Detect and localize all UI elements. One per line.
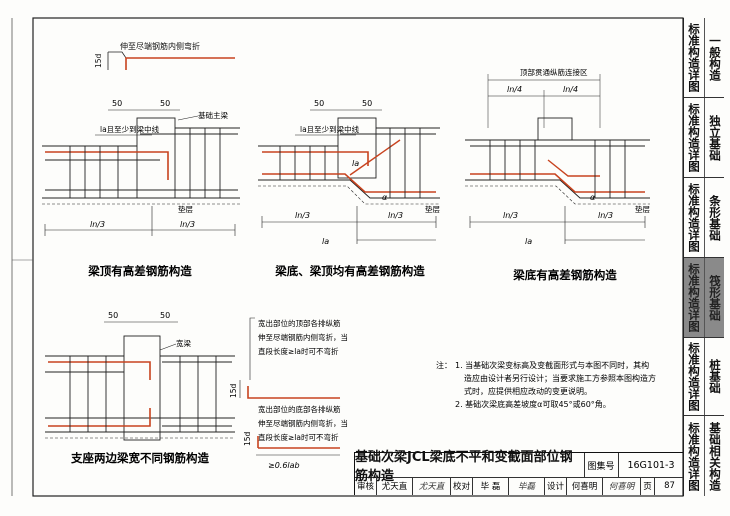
notes-line-4: 2. 基础次梁底高差坡度α可取45°或60°角。 xyxy=(455,399,611,409)
d1-ln3-left: ln/3 xyxy=(90,220,105,229)
d2-cushion-label: 垫层 xyxy=(425,204,440,214)
d2-la-mid-label: la xyxy=(352,159,359,168)
d4-dim-50-left: 50 xyxy=(108,311,118,320)
sidebar-item-category: 标准构造详图 xyxy=(684,98,705,177)
diagram-bottom-level-difference: 顶部贯通纵筋连接区 ln/4 ln/4 α 垫层 ln/3 ln/3 la 梁底… xyxy=(465,67,650,282)
diagram-top-bottom-level-difference: 50 50 la且至少到梁中线 la α 垫层 ln/3 ln/3 la 梁底、… xyxy=(258,99,440,278)
d4-note-top-1: 宽出部位的顶部各排纵筋 xyxy=(258,318,341,328)
review-name: 尤天直 xyxy=(377,477,413,495)
title-block: 基础次梁JCL梁底不平和变截面部位钢筋构造 图集号 16G101-3 审核 尤天… xyxy=(354,450,684,495)
sidebar-item-raft-foundation[interactable]: 标准构造详图 筏形基础 xyxy=(684,258,724,338)
d4-note-bottom-1: 宽出部位的底部各排纵筋 xyxy=(258,404,341,414)
notes-prefix: 注： xyxy=(436,360,452,370)
sidebar-item-label: 桩基础 xyxy=(708,359,722,394)
sidebar-item-independent-foundation[interactable]: 标准构造详图 独立基础 xyxy=(684,98,724,178)
sidebar-item-category: 标准构造详图 xyxy=(684,258,705,337)
atlas-label: 图集号 xyxy=(584,453,619,478)
d3-ln4-right: ln/4 xyxy=(563,85,578,94)
design-signature: 何喜明 xyxy=(603,477,641,495)
d3-cushion-label: 垫层 xyxy=(635,204,650,214)
sidebar-item-label: 独立基础 xyxy=(708,114,722,161)
drawing-title: 基础次梁JCL梁底不平和变截面部位钢筋构造 xyxy=(355,450,585,484)
design-name: 何喜明 xyxy=(567,477,603,495)
d1-dim-50-right: 50 xyxy=(160,99,170,108)
d2-ln3-left: ln/3 xyxy=(295,211,310,220)
page-label: 页 xyxy=(641,477,655,495)
d1-bend-label: 伸至尽端钢筋内侧弯折 xyxy=(120,41,200,51)
sheet-frame xyxy=(32,17,684,497)
d4-note-bottom-2: 伸至尽端钢筋内侧弯折，当 xyxy=(258,418,348,428)
sidebar-item-pile-foundation[interactable]: 标准构造详图 桩基础 xyxy=(684,338,724,416)
notes-line-1: 1. 当基础次梁变标高及变截面形式与本图不同时，其构 xyxy=(455,360,649,370)
diagram-top-level-difference: 伸至尽端钢筋内侧弯折 15d 50 50 la且至少到梁中线 基础主梁 垫层 xyxy=(42,41,240,278)
sidebar-item-category: 标准构造详图 xyxy=(684,178,705,257)
d1-caption: 梁顶有高差钢筋构造 xyxy=(87,264,192,278)
sidebar-item-category: 标准构造详图 xyxy=(684,18,705,97)
notes-line-3: 式时，应提供相应改动的变更说明。 xyxy=(464,386,592,396)
sidebar-item-category: 标准构造详图 xyxy=(684,338,705,415)
chapter-sidebar: 标准构造详图 一般构造 标准构造详图 独立基础 标准构造详图 条形基础 标准构造… xyxy=(683,18,724,496)
d4-note-top-2: 伸至尽端钢筋内侧弯折，当 xyxy=(258,332,348,342)
d1-ln3-right: ln/3 xyxy=(180,220,195,229)
d2-la-top-label: la且至少到梁中线 xyxy=(300,124,360,134)
d2-caption: 梁底、梁顶均有高差钢筋构造 xyxy=(274,264,425,278)
d4-15d-top: 15d xyxy=(229,383,238,398)
d2-alpha-label: α xyxy=(382,193,388,202)
d1-la-label: la且至少到梁中线 xyxy=(100,124,160,134)
d4-note-bottom-3: 直段长度≥la时可不弯折 xyxy=(258,432,339,442)
d1-dim-50-left: 50 xyxy=(112,99,122,108)
d3-ln3-right: ln/3 xyxy=(598,211,613,220)
d3-top-zone-label: 顶部贯通纵筋连接区 xyxy=(520,67,588,77)
check-name: 毕 磊 xyxy=(473,477,509,495)
d1-cushion-label: 垫层 xyxy=(178,204,193,214)
notes-block: 注： 1. 当基础次梁变标高及变截面形式与本图不同时，其构 造应由设计者另行设计… xyxy=(436,360,656,409)
d3-ln3-left: ln/3 xyxy=(503,211,518,220)
d4-06lab-label: ≥0.6lab xyxy=(268,461,300,470)
signature-row: 审核 尤天直 尤天直 校对 毕 磊 毕磊 设计 何喜明 何喜明 页 87 xyxy=(355,477,684,495)
sidebar-item-general[interactable]: 标准构造详图 一般构造 xyxy=(684,18,724,98)
sidebar-item-label: 条形基础 xyxy=(708,194,722,241)
d4-note-top-3: 直段长度≥la时可不弯折 xyxy=(258,346,339,356)
d4-caption: 支座两边梁宽不同钢筋构造 xyxy=(70,451,209,465)
design-label: 设计 xyxy=(545,477,567,495)
check-signature: 毕磊 xyxy=(509,477,545,495)
sidebar-item-label: 一般构造 xyxy=(708,34,722,81)
d3-alpha-label: α xyxy=(590,193,596,202)
review-label: 审核 xyxy=(355,477,377,495)
d3-ln4-left: ln/4 xyxy=(507,85,522,94)
d4-dim-50-right: 50 xyxy=(160,311,170,320)
d4-15d-bottom: 15d xyxy=(243,431,252,446)
notes-line-2: 造应由设计者另行设计；当要求施工方参照本图构造方 xyxy=(464,373,656,383)
page-number: 87 xyxy=(664,481,675,491)
d4-wide-beam-label: 宽梁 xyxy=(176,338,191,348)
review-signature: 尤天直 xyxy=(413,477,451,495)
sidebar-item-label: 筏形基础 xyxy=(708,274,722,321)
sidebar-item-strip-foundation[interactable]: 标准构造详图 条形基础 xyxy=(684,178,724,258)
d3-la-bottom: la xyxy=(525,237,532,246)
d1-15d-label: 15d xyxy=(94,53,103,68)
check-label: 校对 xyxy=(451,477,473,495)
atlas-number: 16G101-3 xyxy=(618,453,684,478)
d2-la-bottom: la xyxy=(322,237,329,246)
sidebar-item-related-structures[interactable]: 标准构造详图 基础相关构造 xyxy=(684,416,724,496)
sidebar-item-category: 标准构造详图 xyxy=(684,416,705,496)
d2-dim-50-left: 50 xyxy=(314,99,324,108)
sidebar-item-label: 基础相关构造 xyxy=(708,421,722,491)
d2-ln3-right: ln/3 xyxy=(388,211,403,220)
d2-dim-50-right: 50 xyxy=(362,99,372,108)
diagram-different-beam-widths: 50 50 宽梁 支座两边梁宽不同钢筋构造 宽出部位的顶部各排纵筋 伸至尽端钢筋… xyxy=(45,311,348,470)
d1-main-beam-label: 基础主梁 xyxy=(198,110,228,120)
d3-caption: 梁底有高差钢筋构造 xyxy=(512,268,617,282)
